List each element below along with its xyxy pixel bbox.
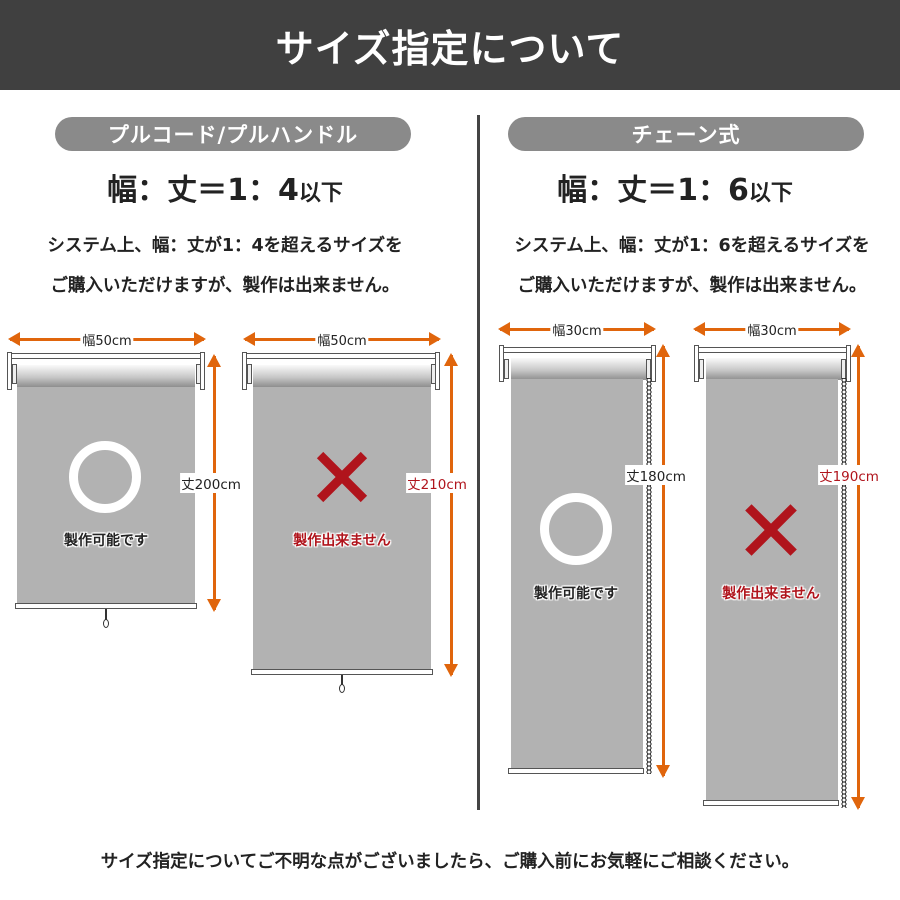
roller-tube (706, 358, 841, 380)
height-dimension-arrow (656, 344, 670, 778)
bottom-bar (508, 768, 644, 774)
circle-icon (540, 493, 612, 565)
width-dimension-arrow: 幅30cm (693, 320, 851, 339)
circle-icon (69, 441, 141, 513)
bracket-right (651, 345, 656, 382)
ratio-heading: 幅：丈＝1：6以下 (450, 165, 900, 209)
height-dimension-arrow (851, 344, 865, 810)
bracket-left-inner (12, 364, 17, 384)
height-dimension-arrow (444, 353, 458, 677)
bracket-left (499, 345, 504, 382)
roller-tube (253, 365, 431, 387)
width-dimension-arrow: 幅30cm (498, 320, 656, 339)
pull-ring-icon[interactable] (103, 619, 109, 628)
bracket-left-inner (247, 364, 252, 384)
section-description: システム上、幅：丈が1：4を超えるサイズを ご購入いただけますが、製作は出来ませ… (0, 226, 450, 306)
pull-cord[interactable] (341, 675, 343, 685)
description-line: ご購入いただけますが、製作は出来ません。 (517, 276, 867, 296)
head-rail (244, 353, 440, 359)
height-label: 丈210cm (406, 473, 468, 493)
bracket-left (7, 352, 12, 390)
roller-tube (511, 358, 646, 380)
section-divider (477, 115, 480, 810)
blind-fabric (253, 387, 431, 670)
ratio-suffix: 以下 (748, 181, 793, 206)
width-label: 幅50cm (80, 330, 134, 349)
head-rail (9, 353, 205, 359)
section-label-pill: プルコード/プルハンドル (55, 117, 411, 151)
section-label-pill: チェーン式 (508, 117, 864, 151)
section-description: システム上、幅：丈が1：6を超えるサイズを ご購入いただけますが、製作は出来ませ… (467, 226, 900, 306)
blind-fabric (511, 379, 643, 769)
verdict-text: 製作可能です (64, 533, 148, 549)
bracket-right-inner (431, 364, 436, 384)
bracket-left-inner (699, 359, 704, 379)
height-label: 丈180cm (625, 465, 687, 485)
description-line: システム上、幅：丈が1：4を超えるサイズを (47, 236, 403, 256)
head-rail (696, 347, 850, 353)
bracket-left-inner (504, 359, 509, 379)
verdict-text: 製作出来ません (293, 533, 391, 549)
bead-chain[interactable] (646, 378, 652, 774)
head-rail (500, 347, 654, 353)
ratio-value: 幅：丈＝1：6 (557, 173, 749, 208)
blind-fabric (706, 379, 838, 801)
bracket-right-inner (646, 359, 651, 379)
description-line: ご購入いただけますが、製作は出来ません。 (50, 276, 400, 296)
bottom-bar (703, 800, 839, 806)
ratio-heading: 幅：丈＝1：4以下 (0, 165, 450, 209)
verdict-text: 製作出来ません (722, 586, 820, 602)
width-dimension-arrow: 幅50cm (243, 330, 441, 349)
ratio-value: 幅：丈＝1：4 (107, 173, 299, 208)
height-label: 丈200cm (180, 473, 242, 493)
bracket-right-inner (196, 364, 201, 384)
bead-chain[interactable] (841, 378, 847, 808)
description-line: システム上、幅：丈が1：6を超えるサイズを (514, 236, 870, 256)
cross-icon (739, 498, 803, 562)
bracket-left (242, 352, 247, 390)
bottom-bar (251, 669, 433, 675)
pull-ring-icon[interactable] (339, 684, 345, 693)
footer-note: サイズ指定についてご不明な点がございましたら、ご購入前にお気軽にご相談ください。 (100, 852, 800, 872)
pull-cord[interactable] (105, 609, 107, 620)
bracket-right (846, 345, 851, 382)
page-header: サイズ指定について (0, 0, 900, 90)
ratio-suffix: 以下 (298, 181, 343, 206)
width-label: 幅30cm (745, 320, 799, 339)
verdict-text: 製作可能です (534, 586, 618, 602)
bottom-bar (15, 603, 197, 609)
bracket-right-inner (841, 359, 846, 379)
page-title: サイズ指定について (275, 26, 625, 71)
width-label: 幅50cm (315, 330, 369, 349)
roller-tube (17, 365, 195, 387)
width-label: 幅30cm (550, 320, 604, 339)
height-label: 丈190cm (818, 465, 880, 485)
bracket-left (694, 345, 699, 382)
cross-icon (311, 446, 373, 508)
width-dimension-arrow: 幅50cm (8, 330, 206, 349)
